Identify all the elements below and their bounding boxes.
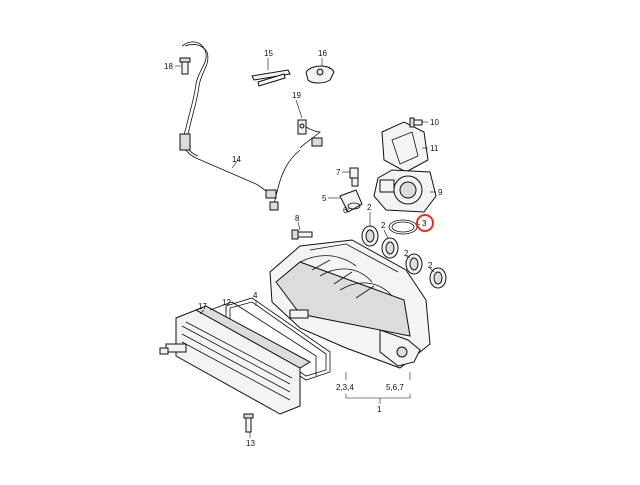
callout-12: 12 xyxy=(222,298,231,307)
callout-2-c: 2 xyxy=(404,249,409,258)
callout-2-a: 2 xyxy=(367,203,372,212)
part-12-seal xyxy=(209,301,317,376)
highlight-circle xyxy=(416,214,434,232)
callout-14: 14 xyxy=(232,155,241,164)
part-2-seals xyxy=(361,225,447,289)
part-18-bolt xyxy=(179,57,191,75)
callout-2-b: 2 xyxy=(381,221,386,230)
part-11-bracket xyxy=(381,121,429,173)
callout-2-3-4: 2,3,4 xyxy=(336,383,354,392)
part-8-bolt xyxy=(291,229,313,240)
callout-13: 13 xyxy=(246,439,255,448)
callout-5-6-7: 5,6,7 xyxy=(386,383,404,392)
leader-lines xyxy=(175,58,436,438)
callout-11: 11 xyxy=(430,144,439,153)
part-7-sensor xyxy=(349,167,359,187)
callout-9: 9 xyxy=(438,188,443,197)
part-3-o-ring xyxy=(388,219,418,235)
callout-7: 7 xyxy=(336,168,341,177)
callout-15: 15 xyxy=(264,49,273,58)
callout-16: 16 xyxy=(318,49,327,58)
callout-8: 8 xyxy=(295,214,300,223)
callout-3: 3 xyxy=(422,219,427,228)
callout-19: 19 xyxy=(292,91,301,100)
callout-1: 1 xyxy=(377,405,382,414)
callout-18: 18 xyxy=(164,62,173,71)
callout-6: 6 xyxy=(343,206,348,215)
callout-10: 10 xyxy=(430,118,439,127)
part-10-screw xyxy=(409,117,423,128)
part-5-6-sensor xyxy=(339,189,363,213)
callout-labels: 18 15 16 19 10 11 14 7 9 5 6 3 8 2 2 2 2… xyxy=(164,49,443,448)
part-9-throttle-body xyxy=(373,169,437,213)
part-16-bracket xyxy=(305,65,335,84)
wiring-harness xyxy=(179,41,323,211)
part-19-sensor xyxy=(297,119,307,135)
callout-17: 17 xyxy=(198,302,207,311)
callout-2-d: 2 xyxy=(428,261,433,270)
intake-manifold xyxy=(269,239,431,369)
part-15-clip xyxy=(251,69,291,87)
part-17-intercooler xyxy=(159,305,312,415)
callout-4: 4 xyxy=(253,291,258,300)
callout-5: 5 xyxy=(322,194,327,203)
part-13-bolt xyxy=(243,413,254,433)
